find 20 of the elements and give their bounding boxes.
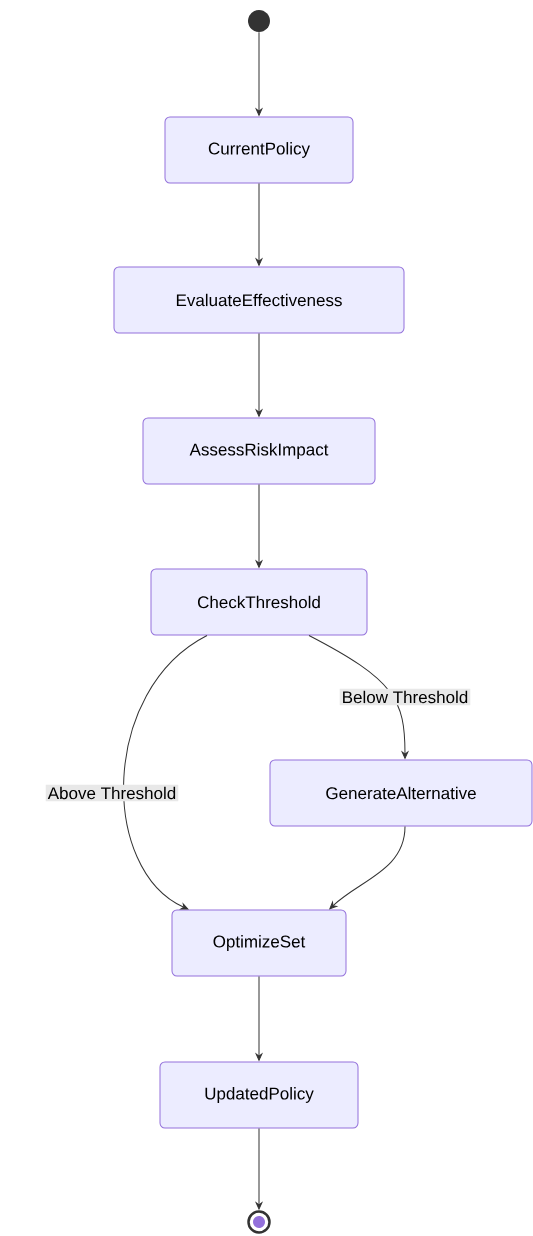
arrow — [255, 484, 263, 568]
start-dot — [248, 10, 270, 32]
state-box: EvaluateEffectiveness — [113, 266, 405, 334]
edge-label: Below Threshold — [339, 688, 471, 706]
state-box: UpdatedPolicy — [159, 1061, 359, 1129]
arrow — [308, 635, 409, 759]
state-box: AssessRiskImpact — [142, 417, 376, 485]
arrow — [123, 635, 208, 910]
arrow — [329, 826, 406, 910]
state-box: GenerateAlternative — [269, 759, 533, 827]
arrow — [255, 183, 263, 266]
state-box: OptimizeSet — [171, 909, 347, 977]
end-circle — [247, 1210, 271, 1234]
arrow — [255, 333, 263, 417]
state-box: CurrentPolicy — [164, 116, 354, 184]
arrow — [255, 1128, 263, 1210]
edge-label: Above Threshold — [45, 784, 179, 802]
arrow — [255, 976, 263, 1061]
state-box: CheckThreshold — [150, 568, 368, 636]
arrow — [255, 31, 263, 116]
